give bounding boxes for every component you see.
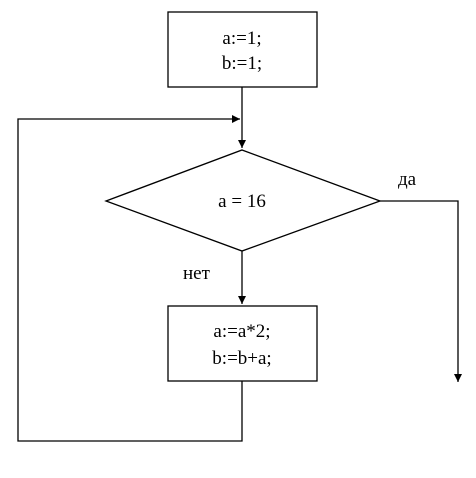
flow-yes-branch <box>380 200 462 382</box>
decision-condition: a = 16 <box>218 191 266 212</box>
init-line-a: a:=1; <box>222 28 262 49</box>
no-label: нет <box>183 263 210 284</box>
flow-loop-back <box>17 115 243 442</box>
loop-line-a: a:=a*2; <box>213 321 271 342</box>
yes-label: да <box>398 169 417 190</box>
init-line-b: b:=1; <box>221 53 263 74</box>
init-process-box <box>167 11 318 88</box>
loop-line-b: b:=b+a; <box>212 348 272 369</box>
